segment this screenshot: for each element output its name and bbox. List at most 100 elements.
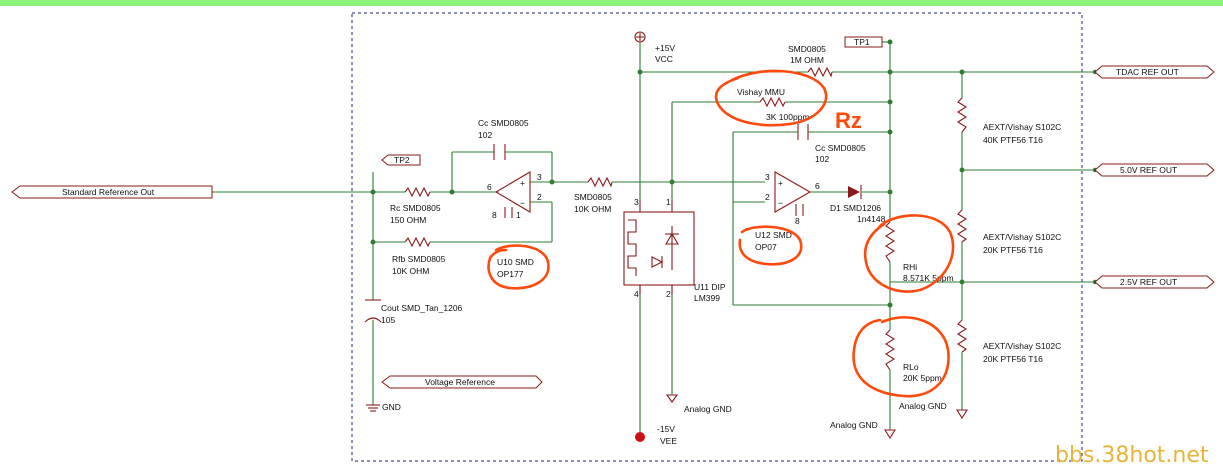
tdac-ref-out-label: TDAC REF OUT (1116, 67, 1179, 77)
u10-pin1: 1 (516, 210, 521, 220)
vcc-label-1: +15V (655, 43, 675, 53)
vcc-symbol (634, 31, 646, 43)
hand-annotations: Rz (487, 69, 955, 398)
voltage-reference-label: Voltage Reference (425, 377, 495, 387)
wires-left (205, 151, 765, 405)
u12-pin8: 8 (795, 216, 800, 226)
cc-left-label-2: 102 (478, 130, 492, 140)
rfb-label-1: Rfb SMD0805 (392, 254, 446, 264)
cc-right-label-1: Cc SMD0805 (815, 143, 866, 153)
r-top-label-1: SMD0805 (788, 44, 826, 54)
aext3-label-2: 20K PTF56 T16 (983, 354, 1043, 364)
capacitor-cout (364, 299, 382, 323)
cc-right-label-2: 102 (815, 154, 829, 164)
aext2-label-2: 20K PTF56 T16 (983, 245, 1043, 255)
u10-label-2: OP177 (497, 269, 524, 279)
resistor-10k-mid (587, 176, 613, 188)
vishay-label-2: 3K 100ppm (766, 112, 809, 122)
rc-label-2: 150 OHM (390, 215, 426, 225)
circle-rlo (852, 316, 950, 398)
u11-pin1: 1 (666, 197, 671, 207)
u10-label-1: U10 SMD (497, 257, 534, 267)
r-mid-label-2: 10K OHM (574, 204, 611, 214)
test-point-tp1[interactable]: TP1 (844, 36, 883, 48)
analog-gnd-symbol-rlo (884, 429, 896, 440)
vcc-label-2: VCC (655, 54, 673, 64)
component-labels: Cc SMD0805 102 6 3 2 8 1 Rc SMD0805 150 … (381, 43, 1061, 446)
analog-gnd-label-2: Analog GND (899, 401, 947, 411)
u10-pin8: 8 (492, 210, 497, 220)
aext3-label-1: AEXT/Vishay S102C (983, 341, 1061, 351)
r-top-label-2: 1M OHM (790, 55, 824, 65)
cc-left-label-1: Cc SMD0805 (478, 118, 529, 128)
resistor-aext-20k-a (956, 209, 968, 243)
analog-gnd-label-3: Analog GND (830, 420, 878, 430)
resistor-rc (404, 186, 431, 198)
5v-ref-out-label: 5.0V REF OUT (1120, 165, 1177, 175)
u11-label-1: U11 DIP (694, 282, 726, 292)
resistor-aext-20k-b (956, 319, 968, 353)
vee-label-2: VEE (660, 436, 677, 446)
u12-label-1: U12 SMD (755, 230, 792, 240)
rlo-label-2: 20K 5ppm (903, 373, 942, 383)
port-2v5-ref-out[interactable]: 2.5V REF OUT (1094, 275, 1215, 289)
u11-pin2: 2 (666, 289, 671, 299)
u12-pin2: 2 (765, 192, 770, 202)
cout-label-2: 105 (381, 315, 395, 325)
svg-text:−: − (520, 198, 525, 208)
opamp-u10: + − (494, 171, 531, 218)
r-mid-label-1: SMD0805 (574, 192, 612, 202)
circle-rhi (863, 214, 955, 293)
rfb-label-2: 10K OHM (392, 266, 429, 276)
port-label: Standard Reference Out (62, 187, 155, 197)
u12-pin6: 6 (815, 181, 820, 191)
resistor-rhi (884, 221, 896, 263)
capacitor-cc-right (797, 124, 809, 140)
top-accent-bar (0, 0, 1223, 6)
rlo-label-1: RLo (903, 362, 919, 372)
test-point-tp2[interactable]: TP2 (381, 154, 421, 166)
circle-rz (714, 69, 828, 127)
vishay-label-1: Vishay MMU (737, 87, 785, 97)
aext1-label-2: 40K PTF56 T16 (983, 135, 1043, 145)
rc-label-1: Rc SMD0805 (390, 203, 441, 213)
gnd-symbol-left (366, 404, 380, 412)
capacitor-cc-left (493, 144, 506, 160)
port-tdac-ref-out[interactable]: TDAC REF OUT (1094, 65, 1215, 79)
diode-d1 (848, 185, 862, 199)
port-voltage-reference[interactable]: Voltage Reference (381, 375, 543, 389)
analog-gnd-symbol-u11 (665, 394, 679, 403)
2v5-ref-out-label: 2.5V REF OUT (1120, 277, 1177, 287)
svg-text:+: + (520, 178, 525, 188)
u11-label-2: LM399 (694, 293, 720, 303)
u12-label-2: OP07 (755, 242, 777, 252)
svg-text:−: − (778, 198, 783, 208)
tp2-label: TP2 (394, 155, 410, 165)
u10-pin3: 3 (537, 172, 542, 182)
resistor-aext-40k (956, 97, 968, 133)
vee-symbol (635, 432, 645, 442)
watermark: bbs.38hot.net (1055, 443, 1209, 468)
u12-pin3: 3 (765, 172, 770, 182)
circle-u12 (738, 225, 803, 266)
d1-label-1: D1 SMD1206 (830, 203, 881, 213)
rhi-label-2: 8.571K 5ppm (903, 273, 954, 283)
port-5v-ref-out[interactable]: 5.0V REF OUT (1094, 163, 1215, 177)
svg-text:+: + (778, 178, 783, 188)
aext1-label-1: AEXT/Vishay S102C (983, 122, 1061, 132)
analog-gnd-symbol-right (956, 409, 968, 420)
resistor-1m (807, 66, 833, 78)
u10-pin2: 2 (537, 192, 542, 202)
resistor-rlo (884, 329, 896, 371)
junction-dots (202, 39, 1098, 308)
port-standard-reference-out[interactable]: Standard Reference Out (11, 185, 213, 199)
ic-u11-lm399 (623, 200, 695, 295)
u10-pin6: 6 (487, 182, 492, 192)
d1-label-2: 1n4148 (857, 214, 886, 224)
u11-pin4: 4 (634, 289, 639, 299)
resistor-rz-vishay (759, 96, 786, 108)
opamp-u12: + − (774, 171, 812, 216)
vee-label-1: -15V (657, 424, 675, 434)
gnd-label: GND (382, 402, 401, 412)
